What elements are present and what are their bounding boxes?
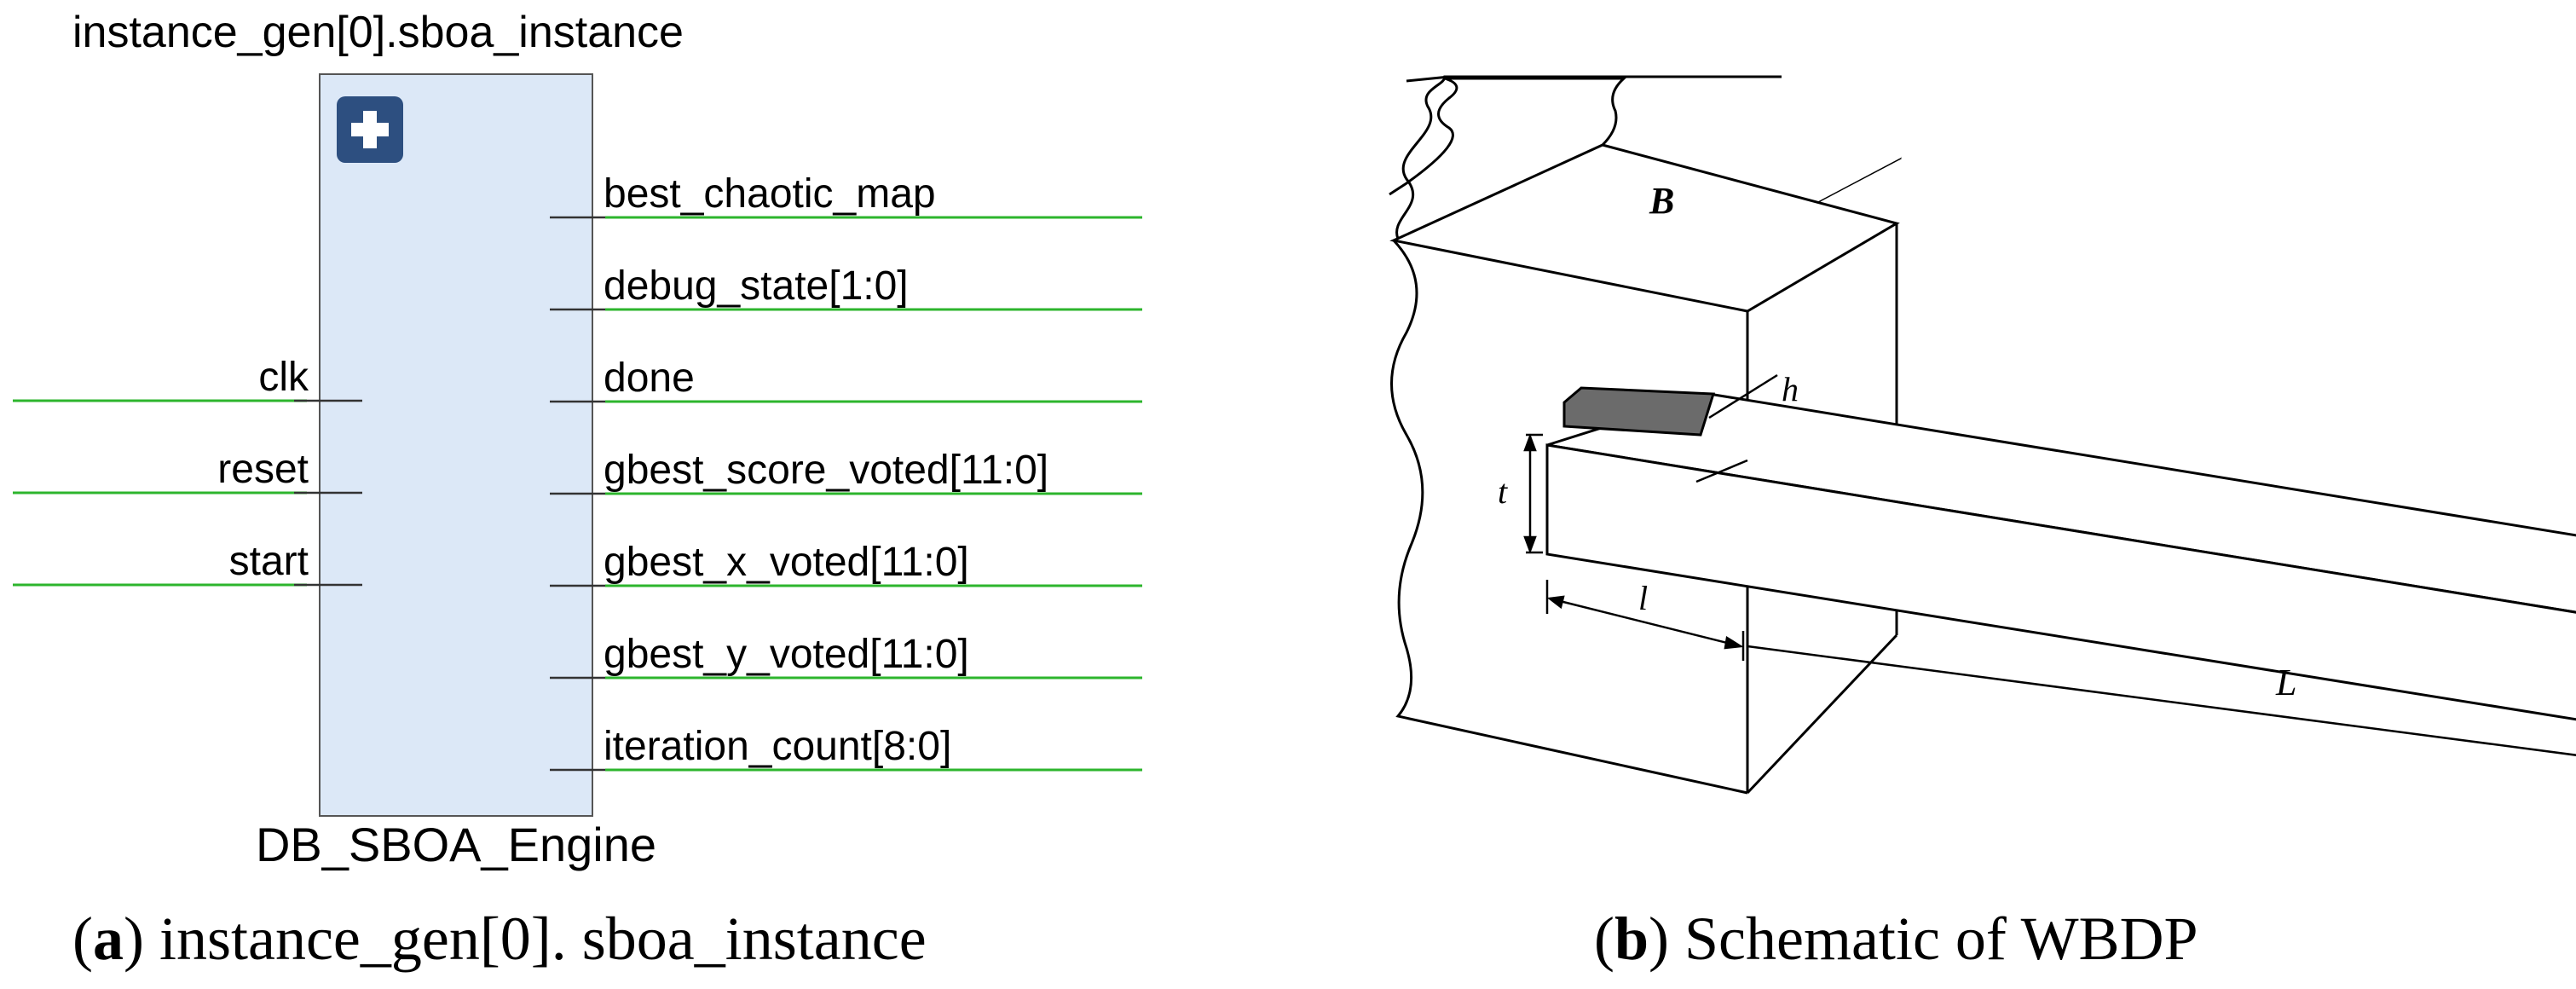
output-port-label: best_chaotic_map	[604, 171, 936, 217]
output-port-1[interactable]: debug_state[1:0]	[550, 263, 1142, 311]
output-port-label: done	[604, 356, 695, 401]
dimension-lines	[1523, 373, 2576, 756]
beam-a	[1545, 392, 2576, 721]
plus-icon[interactable]	[337, 96, 403, 163]
output-port-2[interactable]: done	[550, 356, 1142, 403]
input-port-label: clk	[258, 355, 309, 400]
instance-name-label: instance_gen[0].sboa_instance	[72, 8, 684, 57]
input-port-label: start	[229, 539, 309, 584]
label-L: L	[2275, 662, 2296, 703]
caption-a: (a) instance_gen[0]. sboa_instance	[72, 905, 927, 973]
panel-b-wbdp-schematic: B A P h t l L b (b) Schematic of WBDP	[1236, 0, 2576, 989]
input-ports: clk reset start	[13, 355, 362, 587]
weld-shaded-region	[1562, 386, 1716, 437]
input-port-label: reset	[217, 447, 309, 492]
output-port-label: iteration_count[8:0]	[604, 724, 951, 769]
module-block[interactable]	[319, 73, 593, 817]
label-b-block: B	[1649, 180, 1674, 222]
wbdp-drawing-svg: B A P h t l L b (b) Schematic of WBDP	[1389, 75, 2576, 973]
output-port-3[interactable]: gbest_score_voted[11:0]	[550, 448, 1142, 495]
input-port-reset[interactable]: reset	[13, 447, 362, 494]
output-port-label: gbest_y_voted[11:0]	[604, 632, 969, 677]
output-port-label: gbest_x_voted[11:0]	[604, 540, 969, 585]
caption-a-letter: a	[93, 905, 124, 973]
input-port-start[interactable]: start	[13, 539, 362, 587]
module-name-label: DB_SBOA_Engine	[256, 818, 656, 871]
label-t: t	[1498, 472, 1508, 511]
output-port-label: debug_state[1:0]	[604, 263, 909, 309]
label-h: h	[1782, 370, 1799, 408]
caption-a-text: instance_gen[0]. sboa_instance	[144, 905, 927, 973]
panel-a-rtl-schematic: instance_gen[0].sboa_instance clk reset st…	[0, 0, 1210, 989]
output-port-label: gbest_score_voted[11:0]	[604, 448, 1048, 493]
label-l: l	[1638, 579, 1648, 617]
caption-b-text: Schematic of WBDP	[1669, 905, 2198, 973]
caption-b: (b) Schematic of WBDP	[1594, 905, 2198, 973]
rtl-diagram-svg: instance_gen[0].sboa_instance clk reset st…	[13, 8, 1142, 973]
output-ports: best_chaotic_map debug_state[1:0]done gbes…	[550, 171, 1142, 772]
caption-b-letter: b	[1614, 905, 1649, 973]
output-port-4[interactable]: gbest_x_voted[11:0]	[550, 540, 1142, 587]
output-port-6[interactable]: iteration_count[8:0]	[550, 724, 1142, 772]
input-port-clk[interactable]: clk	[13, 355, 362, 402]
output-port-0[interactable]: best_chaotic_map	[550, 171, 1142, 219]
output-port-5[interactable]: gbest_y_voted[11:0]	[550, 632, 1142, 680]
block-b-outline	[1389, 77, 1900, 795]
